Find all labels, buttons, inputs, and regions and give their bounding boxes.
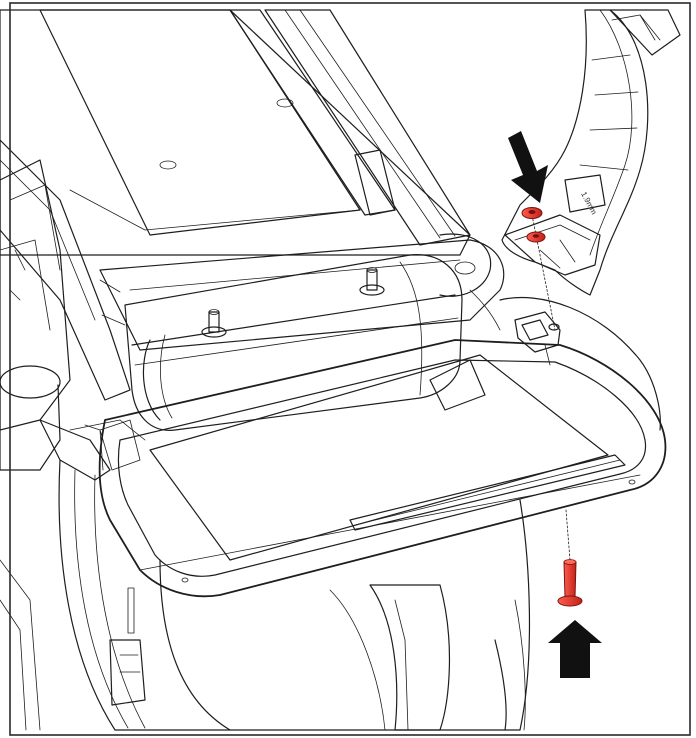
left-frame — [0, 159, 146, 481]
part-label: 1.9mm — [579, 190, 599, 216]
upper-housing — [0, 9, 471, 401]
post-left — [201, 309, 227, 338]
washer-top — [521, 207, 543, 219]
motor-block — [84, 254, 486, 471]
arrow-down-icon — [508, 131, 548, 203]
red-screw — [557, 559, 583, 607]
post-right — [359, 267, 385, 296]
washer-bottom — [526, 231, 546, 243]
housing-floor — [99, 233, 505, 351]
lower-base — [0, 459, 531, 731]
figure-frame — [9, 2, 691, 736]
assembly-axis-lines — [531, 214, 571, 561]
tray — [98, 296, 667, 598]
arrow-up-icon — [548, 620, 602, 678]
